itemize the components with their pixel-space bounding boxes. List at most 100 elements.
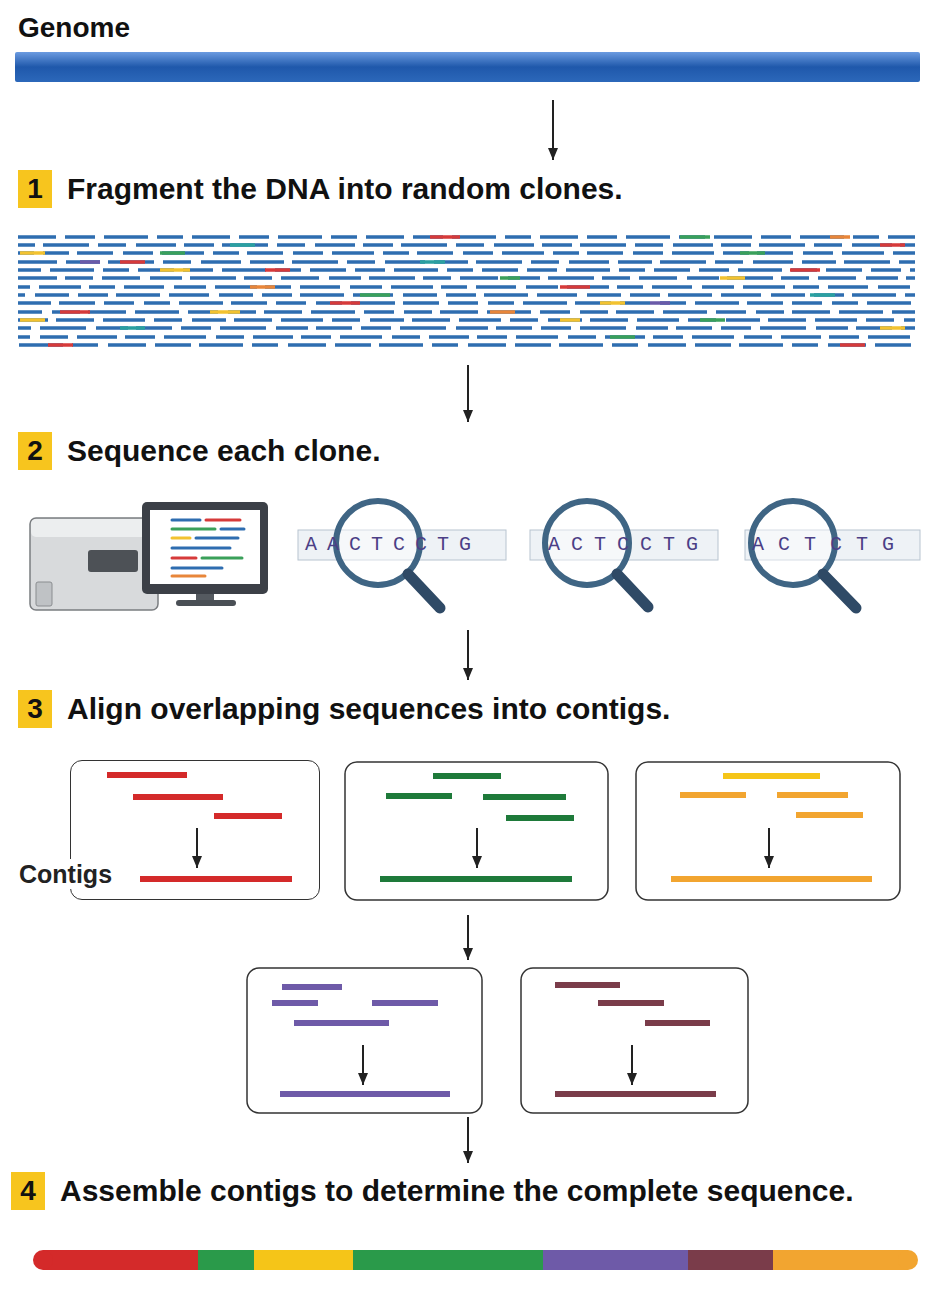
contig-alignment: [380, 776, 574, 879]
contig-alignment: [386, 793, 452, 799]
contig-alignment: [645, 1020, 710, 1026]
contig-alignment: [107, 775, 292, 879]
contig-alignment: [680, 792, 746, 798]
contig-box: Contigs: [70, 760, 320, 900]
magnified-read: [408, 574, 440, 608]
assembled-genome: [353, 1250, 543, 1270]
assembled-genome: [43, 1250, 198, 1270]
magnified-read: [617, 574, 648, 607]
dna-fragments: [18, 237, 915, 345]
contig-alignment: [671, 876, 872, 882]
dna-fragments: [18, 251, 915, 255]
sequence-read: AACTCCTG: [305, 531, 481, 559]
contig-alignment: [521, 968, 748, 1113]
flow-arrow: [467, 630, 469, 680]
dna-fragments: [18, 260, 915, 264]
contig-alignment: [140, 876, 292, 882]
step-section: 3 Align overlapping sequences into contig…: [15, 685, 925, 1115]
assembled-genome: [773, 1250, 908, 1270]
contig-alignment: [768, 828, 770, 868]
dna-strand: [15, 52, 920, 82]
assembled-genome: [33, 1250, 918, 1270]
contig-alignment: [555, 985, 716, 1094]
dna-fragments: [20, 253, 905, 328]
dna-fragments: [18, 343, 915, 347]
contig-alignment: [280, 1091, 450, 1097]
contig-alignment: [214, 813, 282, 819]
contig-alignment: [631, 1045, 633, 1085]
assembled-genome: [254, 1250, 353, 1270]
dna-fragments: [18, 237, 915, 345]
assembled-genome: [33, 1250, 53, 1270]
contig-alignment: [272, 987, 450, 1094]
contig-alignment: [723, 773, 820, 779]
contig-alignment: [433, 773, 501, 779]
magnified-read: [745, 530, 920, 560]
computer-monitor: [221, 528, 244, 531]
dna-fragments: [18, 235, 915, 239]
step-heading: Align overlapping sequences into contigs…: [67, 689, 670, 729]
flow-arrow: [467, 365, 469, 422]
dna-fragments: [250, 237, 850, 312]
contig-alignment: [636, 762, 900, 900]
step-heading: Assemble contigs to determine the comple…: [60, 1171, 854, 1211]
dna-fragments: [18, 318, 915, 322]
contig-alignment: [247, 968, 482, 1113]
sequence-read: ACTCCTG: [548, 531, 709, 559]
contig-alignment: [476, 828, 478, 868]
dna-fragments: [120, 245, 835, 328]
contig-alignment: [196, 828, 198, 868]
contig-alignment: [294, 1020, 389, 1026]
contig-alignment: [506, 815, 574, 821]
magnified-read: [530, 530, 718, 560]
contig-alignment: [467, 915, 469, 960]
dna-fragments: [18, 293, 915, 297]
contig-alignment: [555, 982, 620, 988]
magnified-read: [823, 574, 856, 608]
contig-alignment: [796, 812, 863, 818]
contig-alignment: [107, 772, 187, 778]
contig-alignment: [282, 984, 342, 990]
contig-alignment: [671, 776, 872, 879]
contig-alignment: [598, 1000, 664, 1006]
step-number: 3: [18, 690, 52, 728]
step-number: 4: [11, 1172, 45, 1210]
contig-alignment: [483, 794, 566, 800]
computer-monitor: [142, 502, 268, 594]
dna-fragments: [48, 237, 905, 345]
computer-monitor: [196, 537, 238, 540]
dna-fragments: [18, 243, 915, 247]
assembled-genome: [543, 1250, 688, 1270]
computer-monitor: [172, 537, 190, 540]
magnified-read: [298, 530, 506, 560]
contig-alignment: [272, 1000, 318, 1006]
dna-fragments: [18, 285, 915, 289]
sequencer-machine: [31, 519, 157, 537]
computer-monitor: [206, 519, 240, 522]
computer-monitor: [172, 575, 205, 578]
dna-fragments: [80, 262, 670, 303]
computer-monitor: [172, 547, 230, 550]
genome-strand-box: Genome: [15, 12, 920, 87]
sequencer-machine: [36, 582, 52, 606]
contig-alignment: [107, 762, 900, 1113]
step-number: 2: [18, 432, 52, 470]
contig-alignment: [372, 1000, 438, 1006]
flow-arrow: [552, 100, 554, 160]
contig-alignment: [380, 876, 572, 882]
dna-fragments: [18, 310, 915, 314]
contig-alignment: [777, 792, 848, 798]
dna-fragments: [18, 301, 915, 305]
flow-arrow: [467, 1117, 469, 1163]
heading-text: Genome: [18, 12, 130, 44]
dna-fragments: [18, 276, 915, 280]
dna-fragments: [18, 335, 915, 339]
step-heading: Fragment the DNA into random clones.: [67, 169, 623, 209]
step-heading: Sequence each clone.: [67, 431, 380, 471]
sequencer-machine: [88, 550, 138, 572]
assembled-genome: [198, 1250, 254, 1270]
